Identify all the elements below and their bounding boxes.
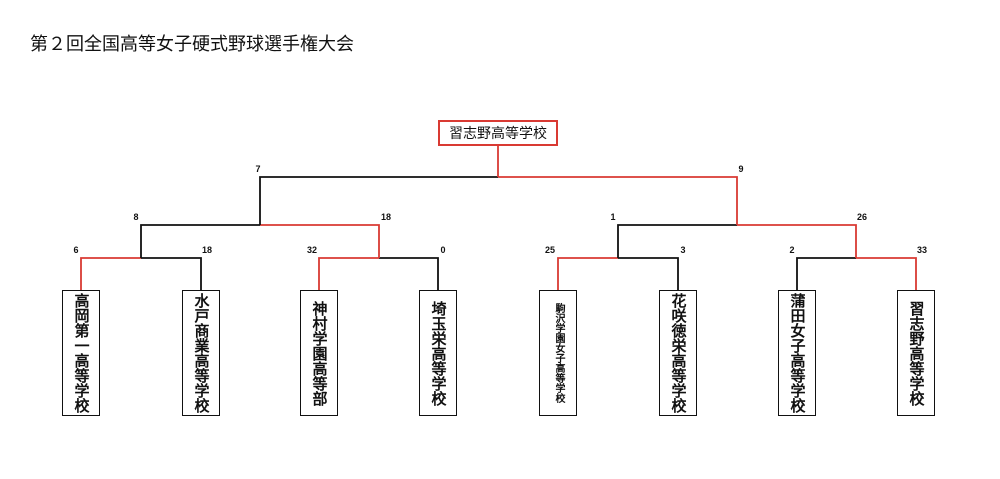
team-box-3: 神村学園高等部 (300, 290, 338, 416)
line-r1-m3-team6 (618, 257, 679, 290)
team-name: 習志野高等学校 (907, 300, 926, 406)
team-box-8: 習志野高等学校 (897, 290, 935, 416)
score-r2-1: 8 (133, 212, 139, 222)
team-box-5: 駒沢学園女子高等学校 (539, 290, 577, 416)
line-r1-m4-team7 (796, 257, 856, 290)
team-name: 水戸商業高等学校 (192, 293, 211, 413)
score-r1-4: 0 (440, 245, 446, 255)
line-r2-m1-right (260, 224, 380, 258)
team-name: 蒲田女子高等学校 (788, 293, 807, 413)
score-final-right: 9 (738, 164, 744, 174)
line-final-right (498, 176, 738, 225)
line-r2-m2-left (617, 224, 737, 258)
team-name: 駒沢学園女子高等学校 (553, 303, 564, 403)
team-box-6: 花咲徳栄高等学校 (659, 290, 697, 416)
score-r1-5: 25 (544, 245, 556, 255)
line-final-left (259, 176, 498, 225)
team-box-4: 埼玉栄高等学校 (419, 290, 457, 416)
team-name: 高岡第一高等学校 (72, 293, 91, 413)
score-r1-7: 2 (789, 245, 795, 255)
score-r2-2: 18 (380, 212, 392, 222)
team-box-1: 高岡第一高等学校 (62, 290, 100, 416)
team-name: 花咲徳栄高等学校 (669, 293, 688, 413)
line-r2-m2-right (737, 224, 857, 258)
line-r1-m2-team3 (318, 257, 379, 290)
champion-box: 習志野高等学校 (438, 120, 558, 146)
score-r1-6: 3 (680, 245, 686, 255)
score-r1-3: 32 (306, 245, 318, 255)
page-title: 第２回全国高等女子硬式野球選手権大会 (30, 34, 354, 55)
line-r1-m1-team2 (141, 257, 202, 290)
team-box-2: 水戸商業高等学校 (182, 290, 220, 416)
score-r1-1: 6 (73, 245, 79, 255)
line-r2-m1-left (140, 224, 260, 258)
team-name: 神村学園高等部 (310, 300, 329, 406)
team-name: 埼玉栄高等学校 (429, 300, 448, 406)
score-r1-2: 18 (201, 245, 213, 255)
line-r1-m3-team5 (557, 257, 618, 290)
line-r1-m4-team8 (856, 257, 917, 290)
score-r2-4: 26 (856, 212, 868, 222)
team-box-7: 蒲田女子高等学校 (778, 290, 816, 416)
line-r1-m2-team4 (379, 257, 439, 290)
score-final-left: 7 (255, 164, 261, 174)
score-r2-3: 1 (610, 212, 616, 222)
line-r1-m1-team1 (80, 257, 141, 290)
score-r1-8: 33 (916, 245, 928, 255)
